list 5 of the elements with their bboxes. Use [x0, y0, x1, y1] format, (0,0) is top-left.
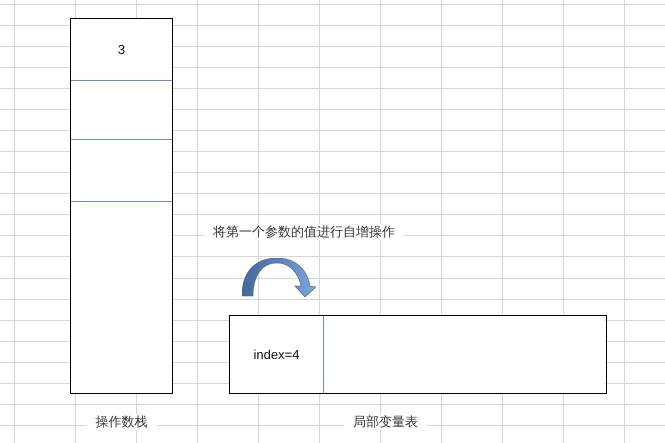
stack-caption: 操作数栈 — [86, 414, 156, 430]
stack-value: 3 — [118, 42, 126, 57]
table-caption: 局部变量表 — [344, 414, 427, 430]
annotation-text: 将第一个参数的值进行自增操作 — [204, 224, 404, 240]
variable-value: index=4 — [254, 347, 300, 362]
